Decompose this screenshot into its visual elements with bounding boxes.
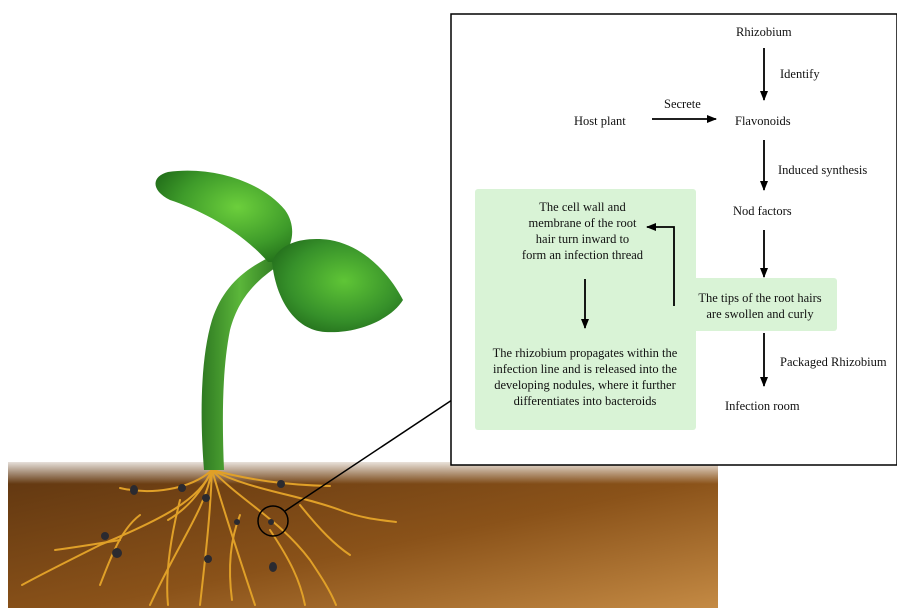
propagation-line: developing nodules, where it further — [480, 377, 690, 393]
label-host-plant: Host plant — [574, 113, 626, 129]
infection-thread-line: The cell wall and — [500, 199, 665, 215]
root-hair-tips-line: The tips of the root hairs — [690, 290, 830, 306]
propagation-line: The rhizobium propagates within the — [480, 345, 690, 361]
label-infection-room: Infection room — [725, 398, 800, 414]
propagation-line: infection line and is released into the — [480, 361, 690, 377]
root-hair-tips-line: are swollen and curly — [690, 306, 830, 322]
root-hair-tips-text: The tips of the root hairs are swollen a… — [690, 290, 830, 322]
label-induced-synthesis: Induced synthesis — [778, 162, 867, 178]
seedling-leaf-left — [156, 171, 293, 262]
propagation-line: differentiates into bacteroids — [480, 393, 690, 409]
label-nod-factors: Nod factors — [733, 203, 792, 219]
infection-thread-text: The cell wall and membrane of the root h… — [500, 199, 665, 263]
label-packaged-rhizobium: Packaged Rhizobium — [780, 354, 887, 370]
label-rhizobium: Rhizobium — [736, 24, 792, 40]
label-secrete: Secrete — [664, 96, 701, 112]
infection-thread-line: form an infection thread — [500, 247, 665, 263]
label-flavonoids: Flavonoids — [735, 113, 791, 129]
propagation-text: The rhizobium propagates within the infe… — [480, 345, 690, 409]
infection-thread-line: hair turn inward to — [500, 231, 665, 247]
infection-thread-line: membrane of the root — [500, 215, 665, 231]
seedling-stem — [202, 258, 278, 470]
seedling-leaf-right — [272, 239, 403, 332]
label-identify: Identify — [780, 66, 820, 82]
